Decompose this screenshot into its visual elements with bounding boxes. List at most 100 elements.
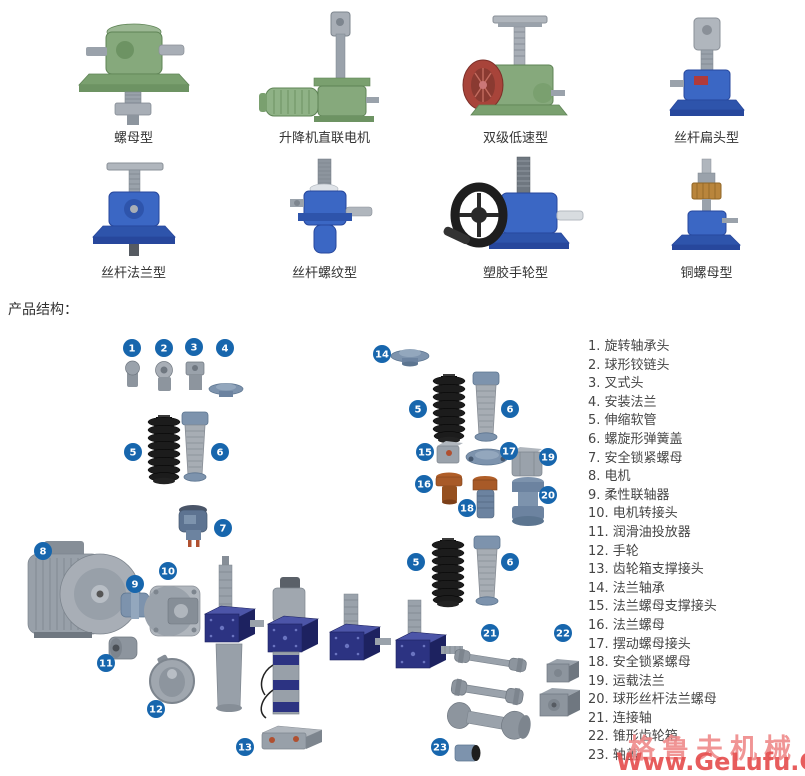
parts-list-item: 8. 电机 bbox=[588, 469, 631, 485]
svg-text:18: 18 bbox=[460, 504, 474, 515]
svg-text:15: 15 bbox=[418, 448, 432, 459]
badge-15: 15 bbox=[416, 443, 434, 461]
product-card-screw-thread-type: 丝杆螺纹型 bbox=[229, 155, 420, 282]
part-spring-cover-lower bbox=[473, 535, 501, 606]
svg-text:6: 6 bbox=[217, 448, 224, 459]
badge-5c: 5 bbox=[407, 553, 425, 571]
part-bellows-left bbox=[147, 414, 181, 485]
badge-9: 9 bbox=[126, 575, 144, 593]
product-label: 丝杆扁头型 bbox=[673, 131, 739, 146]
product-photo-motor-direct bbox=[258, 11, 379, 122]
part-flange-bearing bbox=[390, 349, 430, 367]
product-photo-copper-nut bbox=[670, 158, 741, 250]
product-card-flange-type: 丝杆法兰型 bbox=[38, 155, 229, 282]
part-mounting-flange bbox=[208, 383, 244, 397]
parts-list-item: 5. 伸缩软管 bbox=[588, 413, 657, 429]
svg-text:5: 5 bbox=[413, 558, 420, 569]
part-ball-screw-flange-nut bbox=[512, 477, 544, 526]
svg-text:23: 23 bbox=[433, 743, 447, 754]
svg-text:4: 4 bbox=[222, 344, 229, 355]
product-label: 螺母型 bbox=[113, 131, 153, 146]
jack-assembly-2 bbox=[260, 577, 319, 719]
part-bevel-gearboxes bbox=[539, 659, 580, 717]
parts-list-item: 16. 法兰螺母 bbox=[588, 617, 665, 633]
product-card-flat-head: 丝杆扁头型 bbox=[611, 4, 802, 147]
part-rotary-bearing-head bbox=[125, 360, 140, 387]
part-bellows-lower bbox=[431, 537, 465, 608]
badge-11: 11 bbox=[97, 654, 115, 672]
product-card-motor-direct: 升降机直联电机 bbox=[229, 4, 420, 147]
product-photo-nut-type bbox=[77, 23, 190, 125]
svg-text:12: 12 bbox=[149, 705, 163, 716]
svg-text:1: 1 bbox=[129, 344, 136, 355]
jack-assembly-1 bbox=[204, 556, 264, 712]
part-clevis-head bbox=[185, 361, 205, 390]
badge-5b: 5 bbox=[409, 400, 427, 418]
badge-2: 2 bbox=[155, 339, 173, 357]
parts-list-item: 7. 安全锁紧螺母 bbox=[588, 450, 683, 466]
part-ball-hinge-head bbox=[155, 361, 173, 391]
part-spring-cover-right bbox=[472, 371, 500, 442]
parts-list-item: 12. 手轮 bbox=[588, 543, 639, 559]
badge-1: 1 bbox=[123, 339, 141, 357]
part-carrying-flange bbox=[511, 447, 543, 477]
product-card-double-stage: 双级低速型 bbox=[420, 4, 611, 147]
badge-6c: 6 bbox=[501, 553, 519, 571]
product-card-copper-nut: 铜螺母型 bbox=[611, 155, 802, 282]
product-label: 升降机直联电机 bbox=[278, 131, 370, 146]
svg-text:22: 22 bbox=[556, 629, 570, 640]
svg-text:20: 20 bbox=[541, 491, 555, 502]
product-card-plastic-handwheel: 塑胶手轮型 bbox=[420, 155, 611, 282]
parts-list-item: 13. 齿轮箱支撑接头 bbox=[588, 562, 704, 578]
badge-7: 7 bbox=[214, 519, 232, 537]
badge-8: 8 bbox=[34, 542, 52, 560]
svg-text:2: 2 bbox=[161, 344, 168, 355]
part-bellows-right bbox=[432, 373, 466, 444]
parts-list-item: 6. 螺旋形弹簧盖 bbox=[588, 431, 683, 447]
product-label: 丝杆法兰型 bbox=[100, 266, 166, 281]
parts-list-item: 2. 球形铰链头 bbox=[588, 357, 670, 373]
badge-3: 3 bbox=[185, 338, 203, 356]
product-photo-plastic-handwheel bbox=[443, 156, 583, 249]
svg-text:3: 3 bbox=[191, 343, 198, 354]
parts-list: 1. 旋转轴承头 2. 球形铰链头 3. 叉式头 4. 安装法兰 5. 伸缩软管… bbox=[588, 338, 717, 766]
badge-21: 21 bbox=[481, 624, 499, 642]
badge-23: 23 bbox=[431, 738, 449, 756]
product-label: 丝杆螺纹型 bbox=[291, 266, 357, 281]
watermark-brand-text: 格鲁夫机械 bbox=[628, 734, 798, 765]
badge-14: 14 bbox=[373, 345, 391, 363]
badge-6a: 6 bbox=[211, 443, 229, 461]
badge-12: 12 bbox=[147, 700, 165, 718]
part-motor bbox=[27, 541, 141, 638]
svg-text:16: 16 bbox=[417, 480, 431, 491]
product-photo-screw-thread-type bbox=[289, 158, 372, 254]
badge-17: 17 bbox=[500, 442, 518, 460]
part-connection-shafts bbox=[447, 647, 531, 740]
product-type-grid: 螺母型 升降机直联电机 bbox=[38, 4, 802, 282]
parts-list-item: 17. 摆动螺母接头 bbox=[588, 636, 691, 652]
part-shaft-cover bbox=[454, 744, 481, 762]
parts-list-item: 15. 法兰螺母支撑接头 bbox=[588, 599, 717, 615]
product-label: 铜螺母型 bbox=[680, 266, 733, 281]
parts-list-item: 14. 法兰轴承 bbox=[588, 580, 665, 596]
svg-text:6: 6 bbox=[507, 405, 514, 416]
parts-list-item: 20. 球形丝杆法兰螺母 bbox=[588, 692, 717, 708]
parts-list-item: 11. 润滑油投放器 bbox=[588, 524, 691, 540]
parts-list-item: 23. 轴盖 bbox=[588, 748, 639, 764]
svg-text:11: 11 bbox=[99, 659, 113, 670]
svg-text:5: 5 bbox=[130, 448, 137, 459]
part-motor-adapter bbox=[144, 585, 201, 637]
product-label: 双级低速型 bbox=[482, 131, 548, 146]
badge-20: 20 bbox=[539, 486, 557, 504]
parts-list-item: 9. 柔性联轴器 bbox=[588, 487, 670, 503]
part-gearbox-support-joint bbox=[261, 725, 323, 750]
badge-19: 19 bbox=[539, 448, 557, 466]
svg-text:6: 6 bbox=[507, 558, 514, 569]
jack-assembly-4 bbox=[395, 599, 463, 669]
exploded-parts-diagram: 1 2 3 4 5 6 7 8 9 10 11 12 13 14 5 6 15 … bbox=[27, 338, 580, 762]
svg-text:9: 9 bbox=[132, 580, 139, 591]
product-photo-flange-type bbox=[91, 162, 176, 256]
parts-list-item: 18. 安全锁紧螺母 bbox=[588, 655, 691, 671]
badge-10: 10 bbox=[159, 562, 177, 580]
